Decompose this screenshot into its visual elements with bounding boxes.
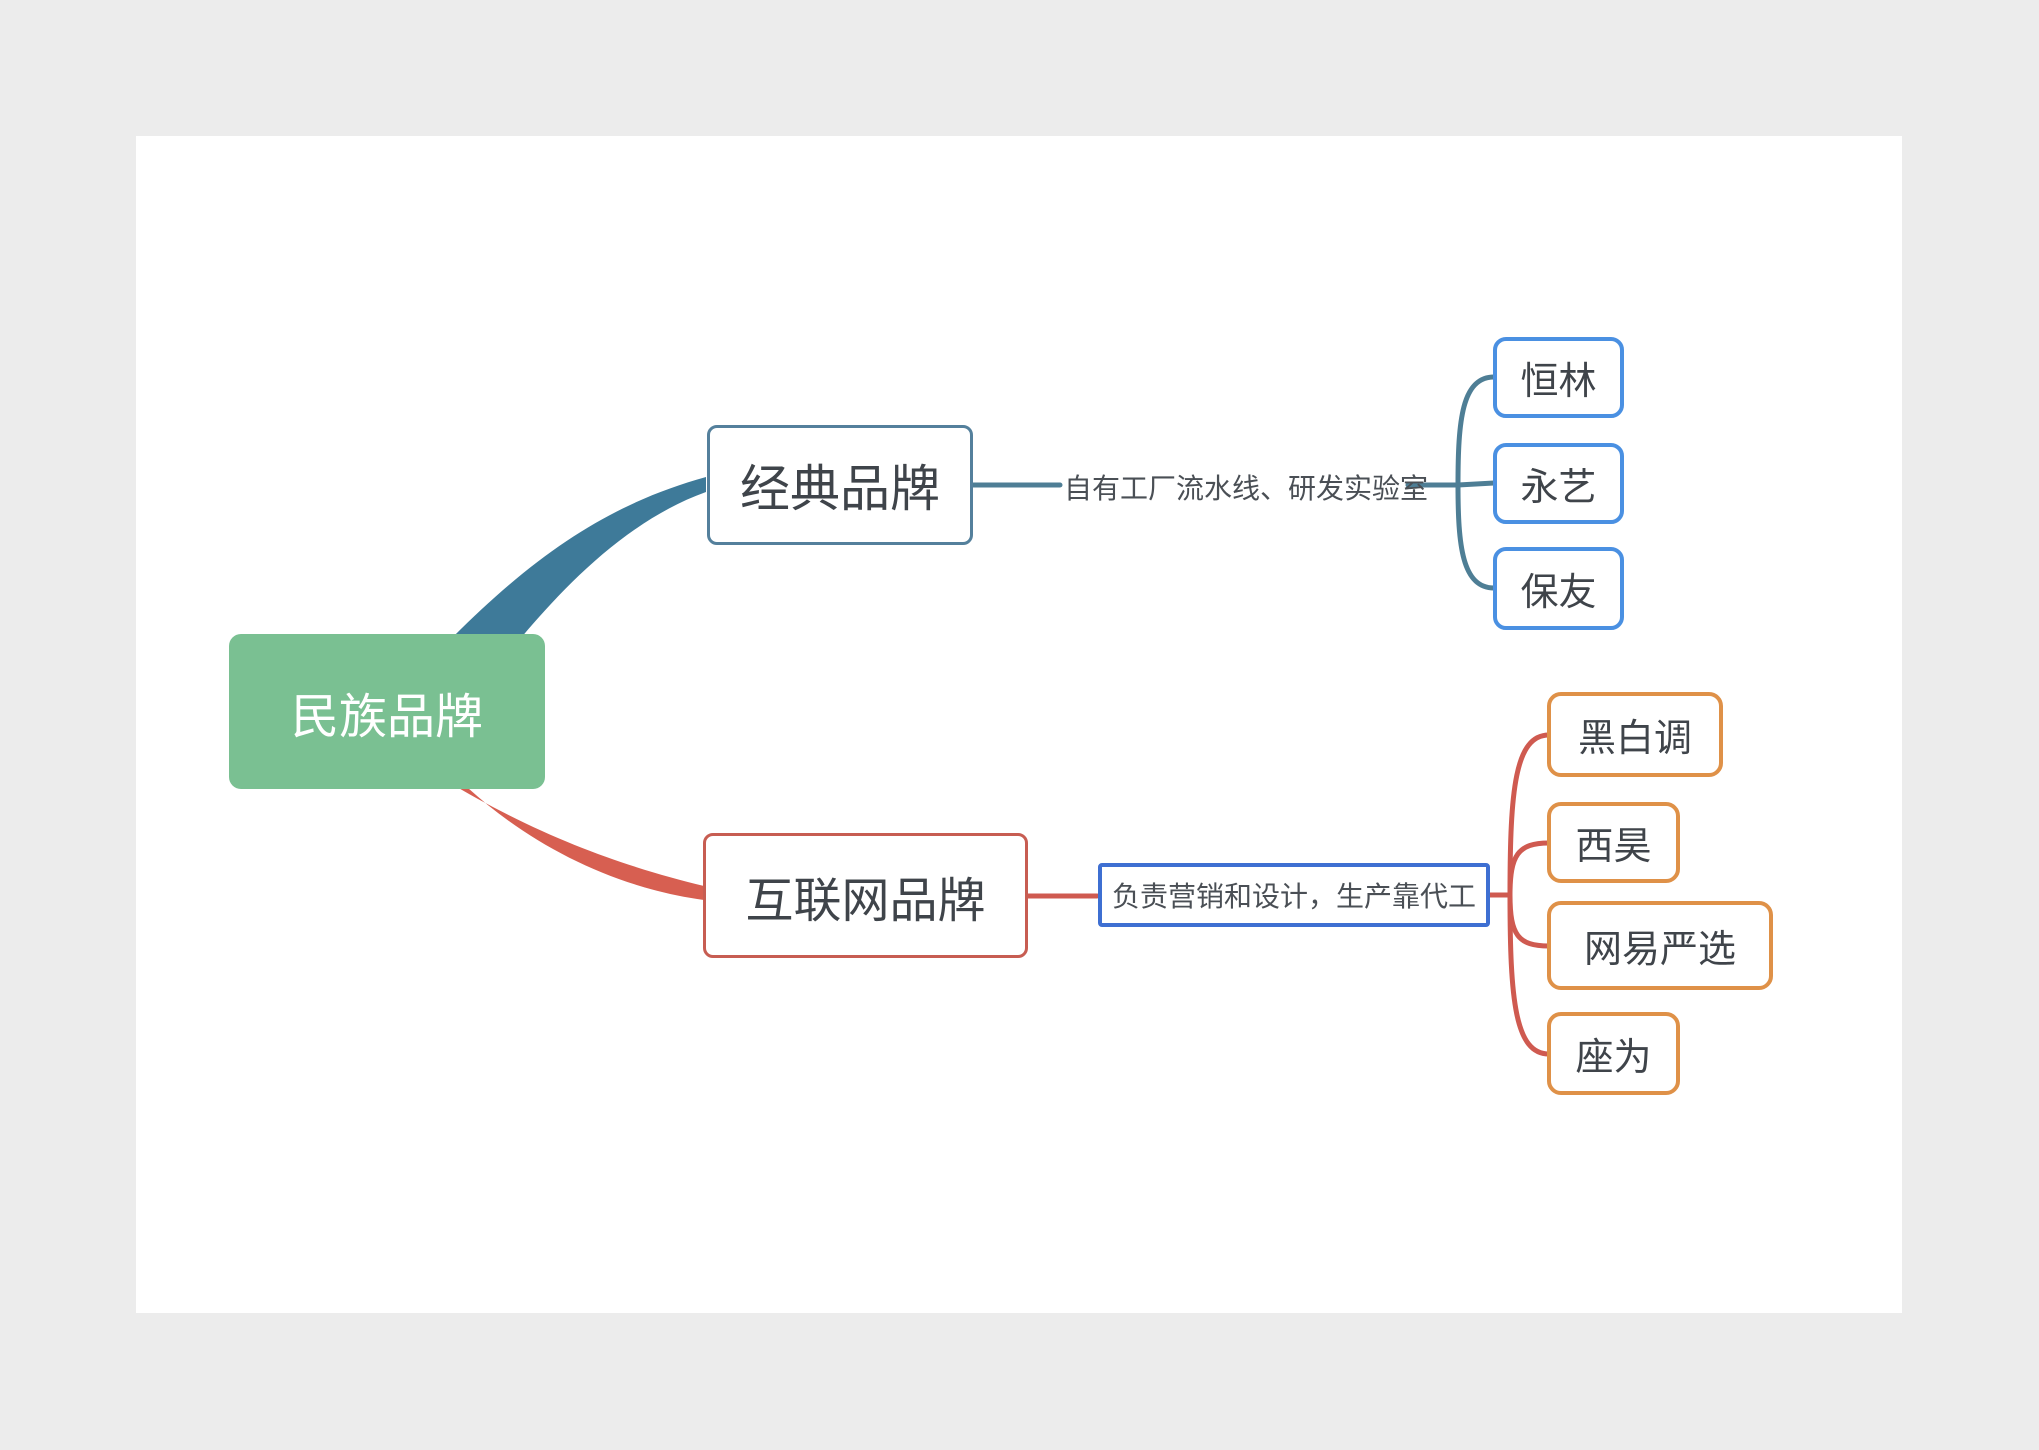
child-node-henglin[interactable]: 恒林 [1493, 337, 1624, 418]
child-node-xihao[interactable]: 西昊 [1547, 802, 1680, 883]
child-node-wangyiyanxuan[interactable]: 网易严选 [1547, 901, 1773, 990]
note-label-classic-brands[interactable]: 自有工厂流水线、研发实验室 [1064, 473, 1429, 504]
child-node-heibaidiao[interactable]: 黑白调 [1547, 692, 1723, 777]
child-node-zuowei[interactable]: 座为 [1547, 1012, 1680, 1095]
topic-node-internet-brands[interactable]: 互联网品牌 [703, 833, 1028, 958]
note-box-internet-brands-selected[interactable]: 负责营销和设计，生产靠代工 [1098, 863, 1490, 927]
topic-node-classic-brands[interactable]: 经典品牌 [707, 425, 973, 545]
child-node-yongyi[interactable]: 永艺 [1493, 443, 1624, 524]
root-node[interactable]: 民族品牌 [229, 634, 545, 789]
child-node-baoyou[interactable]: 保友 [1493, 547, 1624, 630]
